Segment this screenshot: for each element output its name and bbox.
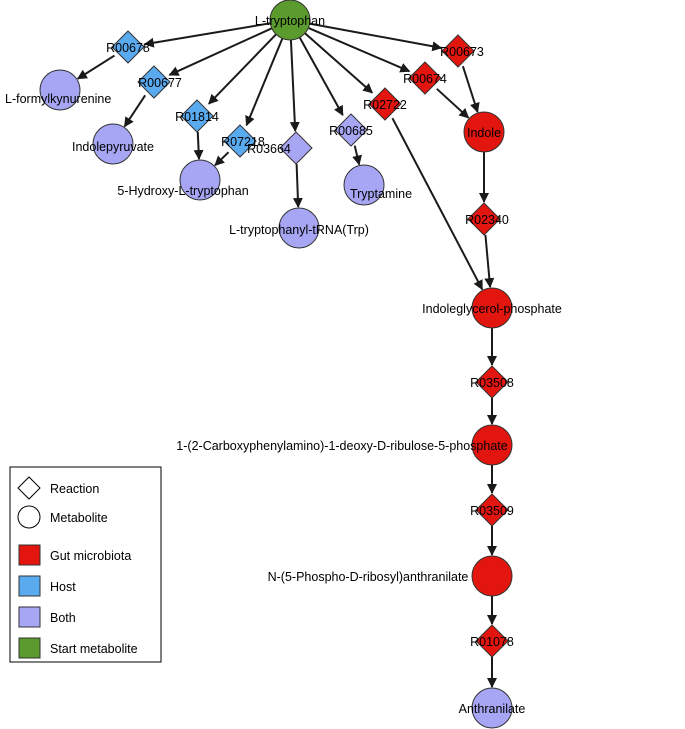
edge-trp-to-r07218 (245, 38, 284, 127)
node-label-r00677: R00677 (138, 76, 182, 90)
node-label-fk: L-formylkynurenine (5, 92, 111, 106)
metabolite-node-ipyr[interactable] (92, 123, 134, 165)
node-label-htp: 5-Hydroxy-L-tryptophan (117, 184, 248, 198)
node-label-tam: Tryptamine (350, 187, 412, 201)
legend-label-color-0: Gut microbiota (50, 549, 131, 563)
reaction-node-r03509[interactable] (475, 493, 509, 527)
edge-r00677-to-ipyr (123, 94, 147, 128)
metabolite-node-htp[interactable] (179, 159, 221, 201)
edge-trp-to-r00674 (307, 26, 411, 73)
edge-r00674-to-indole (436, 88, 470, 119)
nodes-layer (39, 0, 513, 729)
reaction-node-r01814[interactable] (180, 99, 214, 133)
metabolite-node-anth[interactable] (471, 687, 513, 729)
labels-layer: L-tryptophanL-formylkynurenineIndolepyru… (5, 14, 562, 716)
edge-r07218-to-htp (214, 151, 230, 167)
edges-layer (76, 22, 497, 688)
edge-trp-to-r02722 (304, 32, 374, 94)
legend-circle-icon (17, 505, 41, 529)
node-label-anth: Anthranilate (459, 702, 526, 716)
node-label-r00685: R00685 (329, 124, 373, 138)
node-label-r01078: R01078 (470, 635, 514, 649)
edge-trp-to-r00677 (168, 27, 273, 76)
legend-swatch-3 (18, 637, 41, 659)
reaction-node-r00685[interactable] (334, 113, 368, 147)
metabolite-node-trna[interactable] (278, 207, 320, 249)
edge-trp-to-r01814 (208, 33, 277, 105)
edge-trp-to-r00685 (298, 37, 344, 117)
edge-r01814-to-htp (193, 131, 204, 161)
node-label-r00674: R00674 (403, 72, 447, 86)
legend-diamond-icon (17, 476, 41, 500)
node-label-indole: Indole (467, 126, 501, 140)
node-label-r02340: R02340 (465, 213, 509, 227)
legend-label-diamond: Reaction (50, 482, 99, 496)
metabolite-node-tam[interactable] (343, 164, 385, 206)
reaction-node-r00678h[interactable] (111, 30, 145, 64)
edge-r00673-to-indole (461, 65, 480, 113)
node-label-ipyr: Indolepyruvate (72, 140, 154, 154)
node-label-r03508: R03508 (470, 376, 514, 390)
edge-trp-to-r00678h (143, 22, 271, 48)
edge-r02722-to-igp (391, 117, 484, 291)
node-label-r00678h: R00678 (106, 41, 150, 55)
node-label-trp: L-tryptophan (255, 14, 325, 28)
legend-swatch-1 (18, 575, 41, 597)
metabolite-node-trp[interactable] (269, 0, 311, 41)
reaction-node-r03508[interactable] (475, 365, 509, 399)
legend-label-circle: Metabolite (50, 511, 108, 525)
edge-r00678h-to-fk (76, 54, 116, 80)
edge-trp-to-r03664 (289, 39, 300, 133)
node-label-trna: L-tryptophanyl-tRNA(Trp) (229, 223, 369, 237)
edge-r03664-to-trna (292, 163, 303, 209)
reaction-node-r00673[interactable] (441, 34, 475, 68)
legend-label-color-2: Both (50, 611, 76, 625)
node-label-cdrp: 1-(2-Carboxyphenylamino)-1-deoxy-D-ribul… (176, 439, 507, 453)
legend-swatch-0 (18, 544, 41, 566)
legend-label-color-3: Start metabolite (50, 642, 138, 656)
legend-label-color-1: Host (50, 580, 76, 594)
reaction-node-r00677[interactable] (137, 65, 171, 99)
node-label-r01814: R01814 (175, 110, 219, 124)
metabolite-node-fk[interactable] (39, 69, 81, 111)
metabolite-node-indole[interactable] (463, 111, 505, 153)
reaction-node-r01078[interactable] (475, 624, 509, 658)
node-label-igp: Indoleglycerol-phosphate (422, 302, 562, 316)
metabolite-node-cdrp[interactable] (471, 424, 513, 466)
metabolite-node-igp[interactable] (471, 287, 513, 329)
edge-r02340-to-igp (484, 234, 495, 289)
reaction-node-r07218[interactable] (223, 124, 257, 158)
metabolite-node-pra[interactable] (471, 555, 513, 597)
edge-r00685-to-tam (352, 145, 362, 166)
legend-swatch-2 (18, 606, 41, 628)
reaction-node-r03664[interactable] (279, 131, 313, 165)
reaction-node-r02340[interactable] (467, 202, 501, 236)
node-label-r00673: R00673 (440, 45, 484, 59)
node-label-r03664: R03664 (247, 142, 291, 156)
node-label-pra: N-(5-Phospho-D-ribosyl)anthranilate (268, 570, 469, 584)
edge-trp-to-r00673 (309, 22, 443, 52)
reaction-node-r02722[interactable] (368, 87, 402, 121)
node-label-r02722: R02722 (363, 98, 407, 112)
reaction-node-r00674[interactable] (408, 61, 442, 95)
node-label-r07218: R07218 (221, 135, 265, 149)
node-label-r03509: R03509 (470, 504, 514, 518)
